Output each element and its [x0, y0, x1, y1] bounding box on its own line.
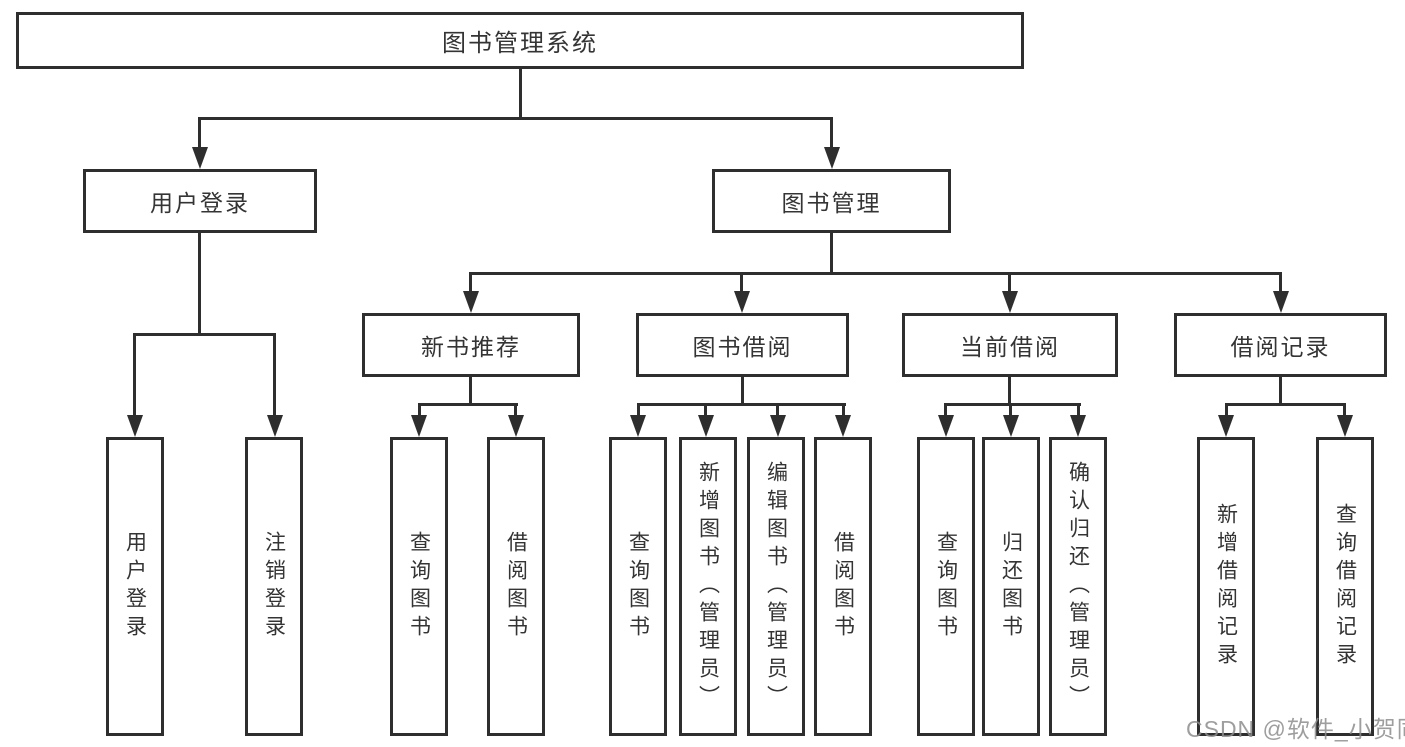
connector-book-borrow-rail: [637, 403, 846, 406]
arrowhead-cb-return-book: [1003, 415, 1019, 437]
connector-book-borrow-stem: [741, 377, 744, 406]
arrowhead-current-borrow: [1002, 291, 1018, 313]
node-br-add-record: 新增借阅记录: [1197, 437, 1255, 736]
node-cb-return-book: 归还图书: [982, 437, 1040, 736]
connector-current-borrow-drop-2: [1009, 403, 1012, 416]
connector-new-book-rec-drop-2: [514, 403, 517, 416]
connector-root-rail: [198, 117, 833, 120]
watermark-text: CSDN @软件_小贺同学: [1186, 716, 1405, 742]
connector-user-login-rail: [133, 333, 276, 336]
connector-book-mgmt-drop-2: [740, 272, 743, 293]
connector-root-stem: [519, 69, 522, 119]
connector-borrow-records-stem: [1279, 377, 1282, 406]
connector-new-book-rec-stem: [469, 377, 472, 406]
node-book-borrow: 图书借阅: [636, 313, 849, 377]
arrowhead-new-book-rec: [463, 291, 479, 313]
connector-book-borrow-drop-1: [637, 403, 640, 416]
connector-current-borrow-drop-3: [1077, 403, 1080, 416]
arrowhead-rec-borrow-book: [508, 415, 524, 437]
node-library-management-system: 图书管理系统: [16, 12, 1024, 69]
connector-user-login-drop-1: [133, 333, 136, 416]
arrowhead-rec-query-book: [411, 415, 427, 437]
arrowhead-book-mgmt: [824, 147, 840, 169]
connector-borrow-records-rail: [1225, 403, 1346, 406]
connector-book-mgmt-stem: [830, 233, 833, 275]
node-cb-confirm-return-admin: 确认归还（管理员）: [1049, 437, 1107, 736]
node-bb-add-book-admin: 新增图书（管理员）: [679, 437, 737, 736]
arrowhead-leaf-user-login: [127, 415, 143, 437]
node-leaf-logout: 注销登录: [245, 437, 303, 736]
arrowhead-cb-confirm-return: [1070, 415, 1086, 437]
node-borrow-records: 借阅记录: [1174, 313, 1387, 377]
node-rec-query-book: 查询图书: [390, 437, 448, 736]
arrowhead-br-add-record: [1218, 415, 1234, 437]
arrowhead-bb-query-book: [630, 415, 646, 437]
arrowhead-br-query-record: [1337, 415, 1353, 437]
node-leaf-user-login: 用户登录: [106, 437, 164, 736]
node-bb-edit-book-admin: 编辑图书（管理员）: [747, 437, 805, 736]
connector-book-mgmt-rail: [469, 272, 1282, 275]
node-bb-query-book: 查询图书: [609, 437, 667, 736]
connector-new-book-rec-drop-1: [418, 403, 421, 416]
connector-borrow-records-drop-1: [1225, 403, 1228, 416]
arrowhead-bb-edit-book: [770, 415, 786, 437]
node-bb-borrow-book: 借阅图书: [814, 437, 872, 736]
node-book-mgmt: 图书管理: [712, 169, 951, 233]
arrowhead-book-borrow: [734, 291, 750, 313]
node-current-borrow: 当前借阅: [902, 313, 1118, 377]
connector-book-mgmt-drop-4: [1279, 272, 1282, 293]
connector-root-drop-2: [830, 117, 833, 149]
arrowhead-cb-query-book: [938, 415, 954, 437]
node-rec-borrow-book: 借阅图书: [487, 437, 545, 736]
arrowhead-bb-add-book: [698, 415, 714, 437]
arrowhead-user-login: [192, 147, 208, 169]
connector-book-borrow-drop-3: [776, 403, 779, 416]
node-br-query-record: 查询借阅记录: [1316, 437, 1374, 736]
connector-new-book-rec-rail: [418, 403, 518, 406]
connector-book-borrow-drop-4: [842, 403, 845, 416]
connector-book-borrow-drop-2: [704, 403, 707, 416]
connector-current-borrow-rail: [944, 403, 1081, 406]
connector-borrow-records-drop-2: [1343, 403, 1346, 416]
connector-book-mgmt-drop-3: [1008, 272, 1011, 293]
connector-current-borrow-stem: [1008, 377, 1011, 406]
node-cb-query-book: 查询图书: [917, 437, 975, 736]
arrowhead-borrow-records: [1273, 291, 1289, 313]
arrowhead-leaf-logout: [267, 415, 283, 437]
connector-user-login-stem: [198, 233, 201, 336]
connector-root-drop-1: [198, 117, 201, 149]
connector-current-borrow-drop-1: [944, 403, 947, 416]
node-user-login: 用户登录: [83, 169, 317, 233]
connector-book-mgmt-drop-1: [469, 272, 472, 293]
node-new-book-rec: 新书推荐: [362, 313, 580, 377]
connector-user-login-drop-2: [273, 333, 276, 416]
arrowhead-bb-borrow-book: [835, 415, 851, 437]
